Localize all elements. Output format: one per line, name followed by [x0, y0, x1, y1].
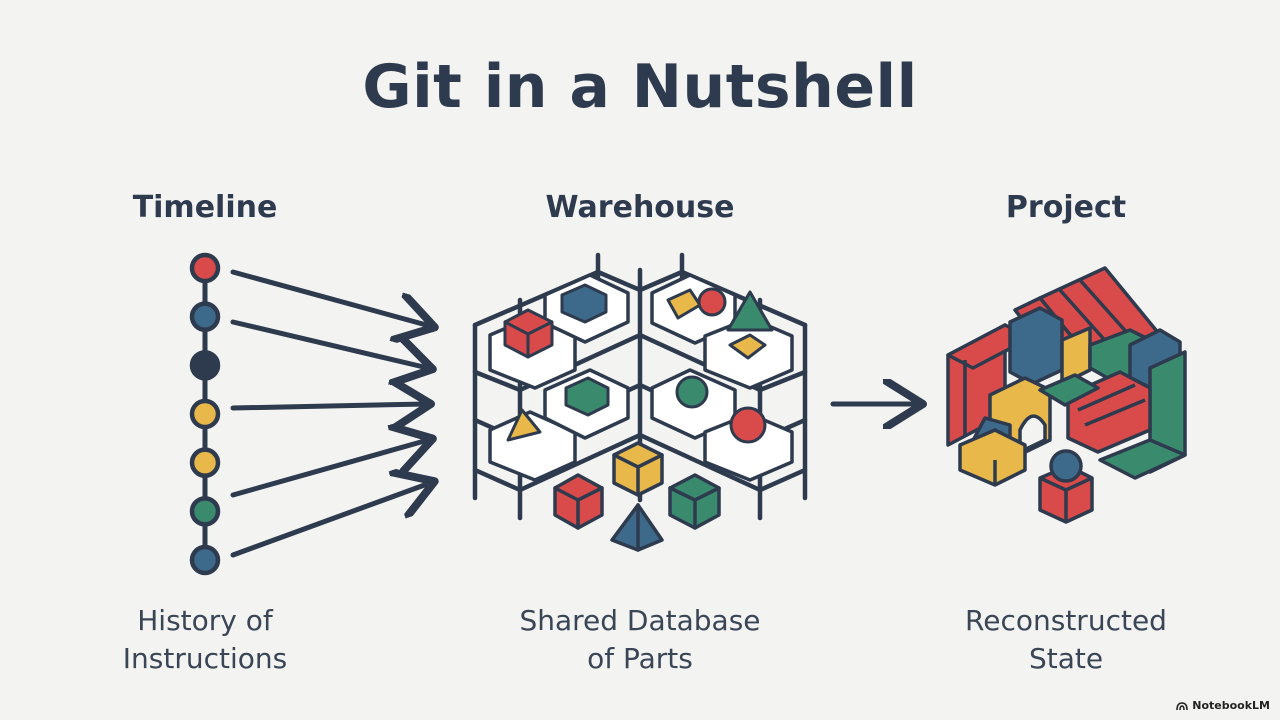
- notebooklm-logo-icon: [1176, 701, 1189, 710]
- timeline-arrows: [230, 269, 430, 558]
- project-graphic: [946, 266, 1187, 524]
- project-heading: Project: [1005, 190, 1127, 225]
- project-caption-line: Reconstructed: [965, 604, 1167, 637]
- timeline-node: [189, 544, 221, 576]
- project-caption: Reconstructed State: [896, 602, 1236, 678]
- warehouse-graphic: [472, 252, 808, 552]
- project-caption-line: State: [1028, 642, 1104, 675]
- timeline-caption: History of Instructions: [35, 602, 375, 678]
- arrow: [230, 404, 426, 408]
- timeline-node: [189, 398, 221, 430]
- watermark-text: NotebookLM: [1192, 699, 1270, 712]
- timeline-caption-line: History of: [137, 604, 273, 637]
- notebooklm-watermark: NotebookLM: [1176, 699, 1270, 712]
- page-title: Git in a Nutshell: [362, 52, 918, 122]
- timeline-graphic: [189, 252, 221, 576]
- arrow: [230, 440, 428, 498]
- timeline-heading: Timeline: [132, 190, 278, 225]
- warehouse-caption: Shared Database of Parts: [470, 602, 810, 678]
- arrow: [230, 319, 428, 368]
- warehouse-caption-line: of Parts: [587, 642, 693, 675]
- timeline-node: [189, 252, 221, 284]
- timeline-node: [189, 301, 221, 332]
- arrow: [230, 269, 430, 326]
- timeline-node: [189, 350, 221, 381]
- timeline-node: [189, 496, 221, 527]
- arrow: [230, 483, 430, 558]
- timeline-caption-line: Instructions: [122, 642, 288, 675]
- timeline-node: [189, 447, 221, 478]
- warehouse-heading: Warehouse: [545, 190, 735, 225]
- warehouse-caption-line: Shared Database: [519, 604, 761, 637]
